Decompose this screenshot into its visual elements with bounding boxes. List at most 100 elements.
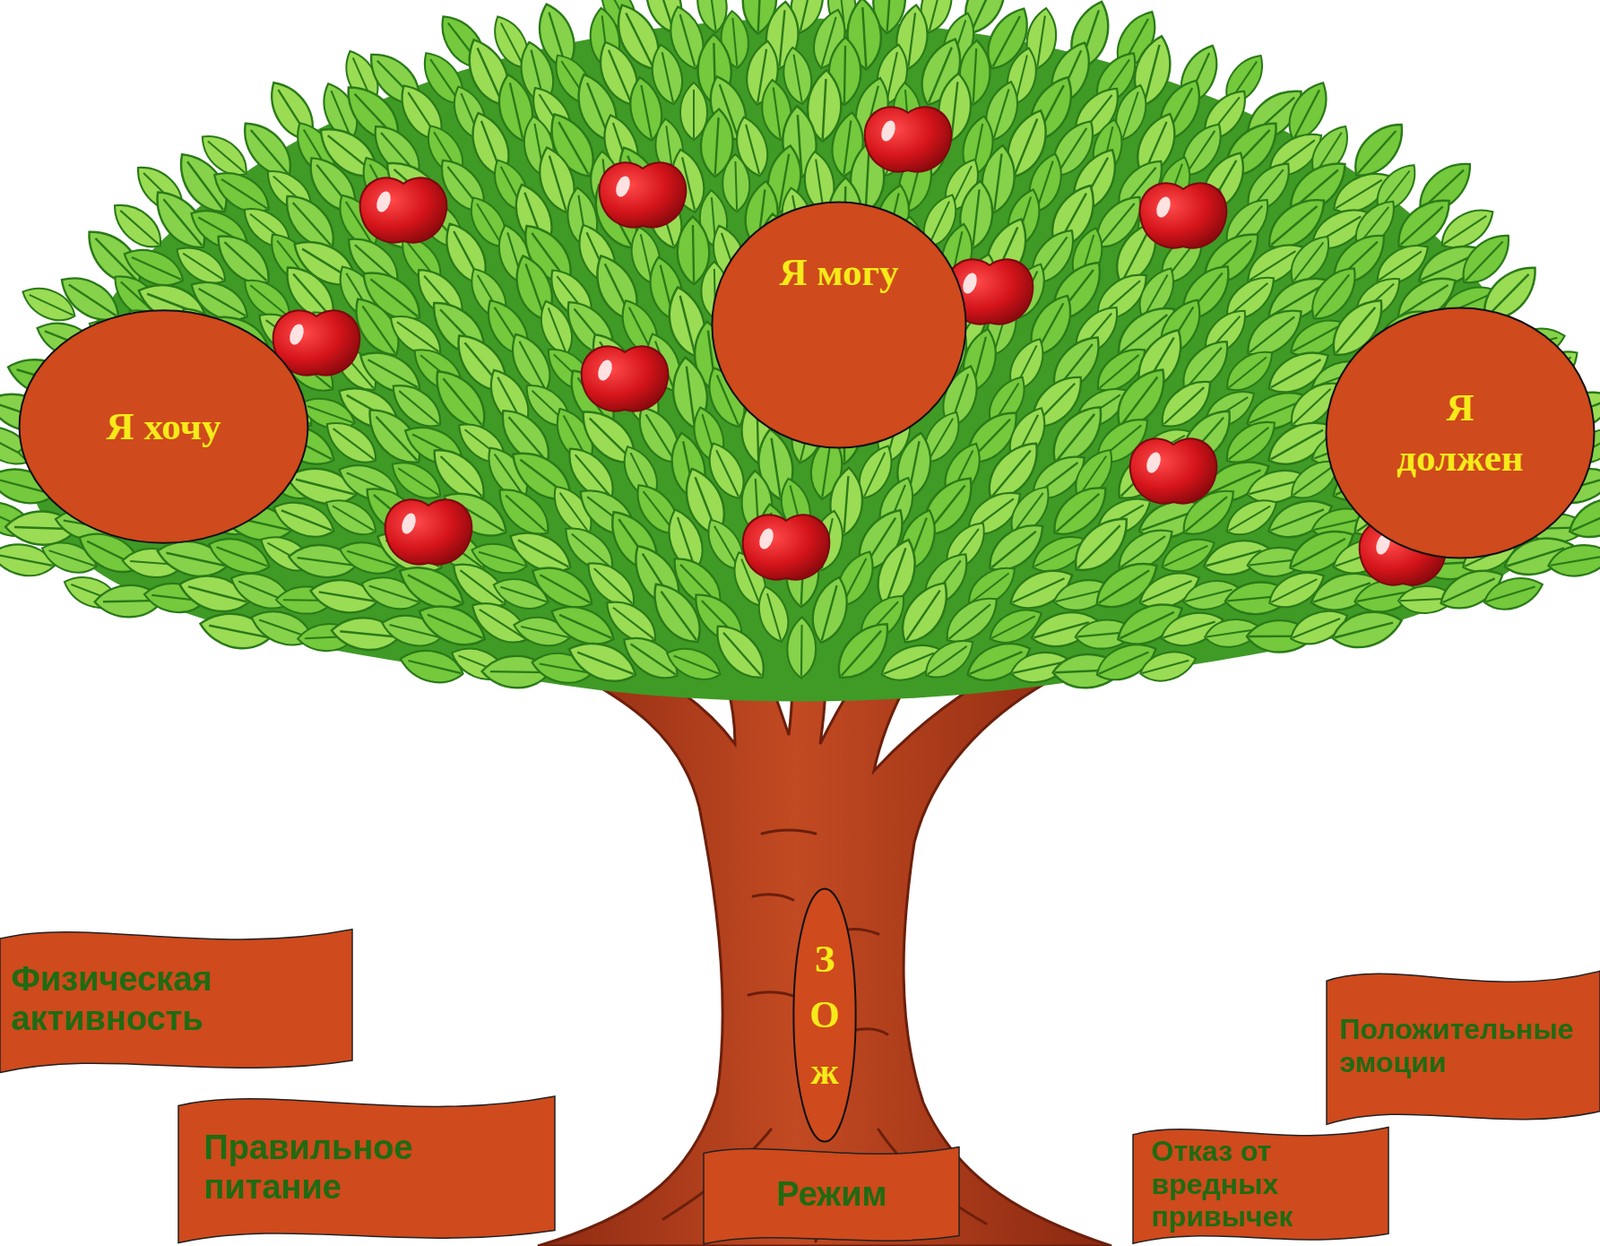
leaf-vein — [906, 590, 940, 641]
leaf-vein — [1486, 587, 1536, 603]
leaf — [917, 631, 981, 687]
apple-body — [1140, 182, 1228, 248]
goal-circle: Я должен — [1324, 306, 1596, 560]
text-holder: Физическая активность — [10, 960, 334, 1038]
apple-shine — [960, 270, 979, 295]
banner: Отказ от вредных привычек — [1132, 1122, 1389, 1246]
leaf-vein — [1294, 89, 1320, 139]
leaf-vein — [800, 0, 813, 31]
text-holder: Я должен — [1379, 382, 1541, 484]
leaf-vein — [715, 117, 719, 175]
apple-shine — [1153, 194, 1173, 219]
leaf-vein — [332, 505, 374, 531]
leaf-vein — [216, 546, 269, 566]
leaf-vein — [929, 0, 943, 31]
ellipse-shape — [1324, 306, 1596, 560]
banner-outline — [703, 1147, 960, 1245]
leaf-vein — [779, 9, 786, 67]
leaf-vein — [571, 534, 611, 568]
leaf-vein — [398, 390, 439, 424]
leaf-vein — [908, 12, 916, 67]
leaf-vein — [408, 660, 462, 674]
leaf-vein — [735, 161, 737, 210]
leaf-blade — [1328, 604, 1406, 655]
banner: Положительные эмоции — [1326, 964, 1600, 1128]
leaf-vein — [362, 305, 395, 353]
leaf-vein — [680, 295, 696, 355]
leaf-vein — [1122, 231, 1149, 283]
apple-shine — [878, 118, 898, 143]
tree-canopy — [0, 0, 1600, 702]
leaf-vein — [69, 284, 117, 316]
leaf-vein — [1293, 389, 1332, 424]
leaf-vein — [577, 652, 633, 675]
leaf-vein — [862, 7, 866, 68]
leaf-vein — [1056, 414, 1095, 461]
leaf-vein — [518, 539, 569, 567]
leaf-vein — [500, 587, 546, 602]
leaf-vein — [1271, 206, 1317, 245]
apple-body — [385, 499, 473, 564]
apple-shine — [398, 510, 418, 536]
leaf-vein — [1271, 579, 1317, 603]
leaf-vein — [0, 555, 52, 566]
leaf-vein — [1249, 316, 1295, 353]
leaf-vein — [559, 614, 612, 639]
leaf-vein — [1164, 387, 1205, 424]
leaf-vein — [991, 531, 1036, 568]
leaf-vein — [646, 414, 675, 461]
apple — [864, 106, 952, 172]
apple — [1140, 182, 1228, 248]
leaf — [787, 616, 817, 678]
apple-body — [743, 514, 831, 580]
leaf-vein — [1186, 130, 1216, 174]
leaf-vein — [1228, 427, 1270, 460]
leaf-vein — [1334, 622, 1393, 639]
leaf-vein — [745, 124, 760, 174]
leaf-vein — [1357, 130, 1396, 174]
leaf-vein — [692, 224, 694, 283]
leaf-vein — [608, 50, 632, 104]
banner-outline — [1326, 970, 1600, 1125]
text-holder: Я хочу — [96, 401, 232, 452]
leaf-vein — [674, 656, 719, 675]
leaf-vein — [662, 51, 674, 103]
leaf-vein — [773, 87, 781, 139]
leaf-vein — [928, 201, 950, 246]
leaf-vein — [709, 0, 717, 31]
trunk-label-ellipse: З О ж — [793, 887, 857, 1143]
leaf-vein — [518, 341, 545, 390]
apples — [273, 106, 1447, 585]
apple-shine — [613, 173, 632, 199]
leaf-vein — [441, 456, 483, 496]
banner-label: Правильное питание — [203, 1128, 527, 1207]
ellipse-outline — [793, 888, 856, 1142]
leaf — [1546, 539, 1600, 580]
leaf-vein — [991, 615, 1035, 638]
leaf-vein — [928, 418, 953, 461]
leaf-vein — [692, 89, 695, 139]
leaf-vein — [594, 568, 632, 604]
leaf-vein — [865, 150, 870, 211]
leaf-vein — [716, 449, 739, 497]
leaf-vein — [1293, 467, 1333, 496]
leaf-vein — [1487, 274, 1530, 318]
leaf — [721, 154, 751, 213]
leaf-vein — [972, 189, 979, 246]
leaf-blade — [1546, 539, 1600, 580]
leaf-vein — [949, 604, 991, 640]
leaf-vein — [367, 359, 418, 388]
leaf-vein — [407, 574, 461, 603]
leaf-vein — [793, 54, 802, 103]
apple-shine — [595, 357, 615, 382]
leaf-vein — [841, 631, 882, 676]
text-holder: З О ж — [801, 931, 848, 1099]
leaf-vein — [397, 467, 439, 495]
leaf-vein — [661, 591, 697, 640]
banner-label: Режим — [724, 1175, 940, 1215]
leaf-vein — [397, 321, 440, 352]
leaf-vein — [613, 607, 654, 640]
leaf-vein — [1163, 545, 1208, 567]
leaf-vein — [1314, 274, 1350, 317]
apple-shine — [1143, 449, 1163, 475]
